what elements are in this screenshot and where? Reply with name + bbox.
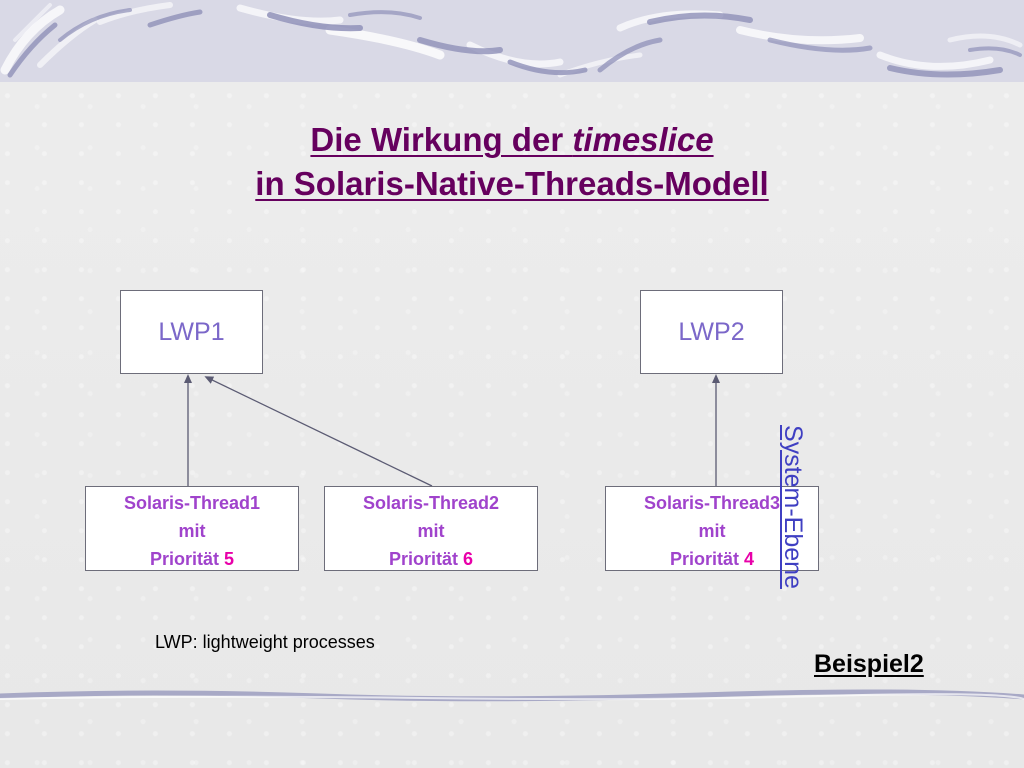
thread1-box: Solaris-Thread1 mit Priorität 5 [85,486,299,571]
lwp1-box: LWP1 [120,290,263,374]
thread3-priority-label: Priorität [669,549,739,569]
thread1-priority-label: Priorität [149,549,219,569]
thread2-connector: mit [417,521,445,541]
title-line-1: Die Wirkung der timeslice [310,118,713,162]
title-emphasis: timeslice [572,121,714,158]
title-line-2: in Solaris-Native-Threads-Modell [255,165,769,202]
system-level-label: System-Ebene [779,425,807,589]
bottom-decoration-band [0,686,1024,706]
thread3-name: Solaris-Thread3 [643,493,781,513]
thread1-priority-value: 5 [224,549,235,569]
slide-title: Die Wirkung der timeslice in Solaris-Nat… [112,118,912,206]
title-prefix: Die Wirkung der [310,121,573,158]
lwp2-box: LWP2 [640,290,783,374]
lwp2-label: LWP2 [678,317,745,346]
thread2-priority-value: 6 [463,549,474,569]
thread3-connector: mit [698,521,726,541]
brush-stroke-decoration [0,2,1023,78]
arrow-thread2-to-lwp1 [204,376,433,487]
footnote: LWP: lightweight processes [155,632,375,652]
thread2-priority-label: Priorität [388,549,458,569]
example-label: Beispiel2 [814,650,924,678]
bottom-brush-stroke [0,689,1024,702]
thread3-priority-value: 4 [744,549,755,569]
thread1-connector: mit [178,521,206,541]
thread2-box: Solaris-Thread2 mit Priorität 6 [324,486,538,571]
thread3-priority: Priorität 4 [606,545,818,573]
thread1-priority: Priorität 5 [86,545,298,573]
top-decoration-band [0,0,1024,82]
thread1-name: Solaris-Thread1 [123,493,261,513]
lwp1-label: LWP1 [158,317,225,346]
thread2-priority: Priorität 6 [325,545,537,573]
thread3-box: Solaris-Thread3 mit Priorität 4 [605,486,819,571]
thread2-name: Solaris-Thread2 [362,493,500,513]
